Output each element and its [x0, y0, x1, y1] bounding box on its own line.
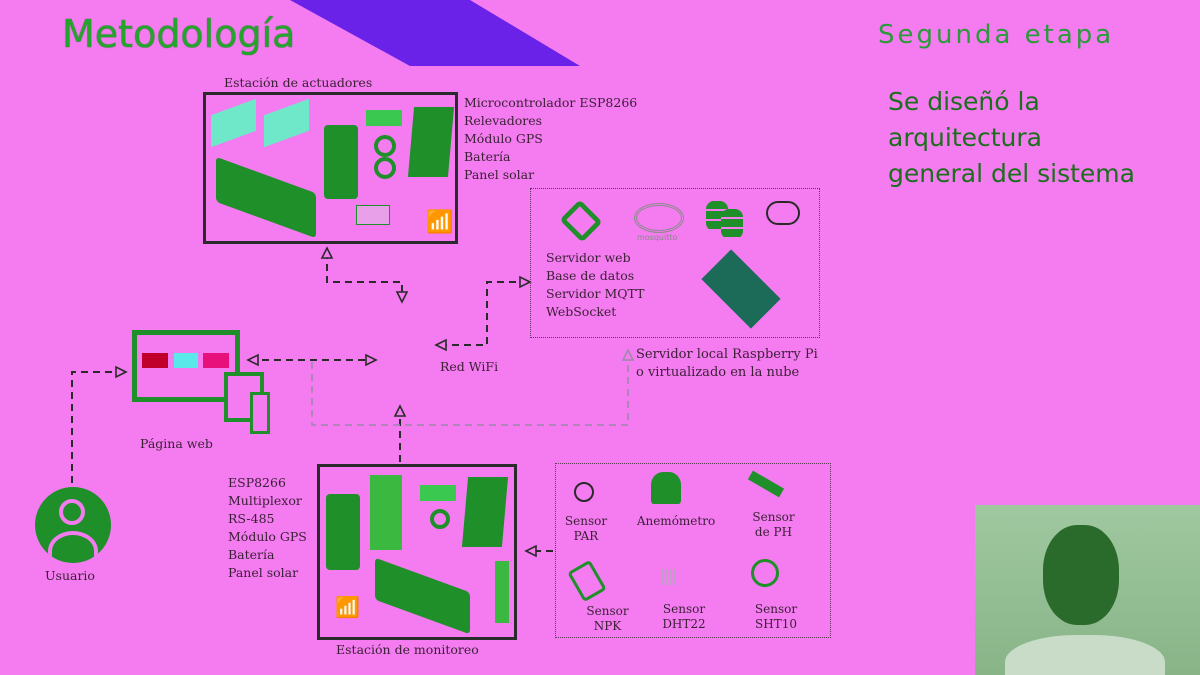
server-box: mosquitto Servidor web Base de datos Ser… [530, 188, 820, 338]
npk-sensor-icon [567, 559, 607, 603]
solar-panel-icon [461, 477, 509, 547]
server-caption: Servidor local Raspberry Pi o virtualiza… [636, 347, 818, 380]
actuator-components: Microcontrolador ESP8266 Relevadores Mód… [464, 95, 638, 182]
server-services: Servidor web Base de datos Servidor MQTT… [546, 250, 645, 319]
web-page-label: Página web [140, 436, 213, 451]
antenna-icon [374, 157, 396, 179]
gps-module-icon [366, 110, 402, 126]
desktop-monitor-icon [132, 330, 240, 402]
anemometer-icon [651, 472, 681, 504]
actuator-station-box: 📶 [203, 92, 458, 244]
gps-chip-icon [356, 205, 390, 225]
wifi-icon: 📶 [335, 595, 360, 619]
slide-subtitle: Segunda etapa [878, 20, 1115, 50]
monitor-station-box: 📶 [317, 464, 517, 640]
presenter-face [1043, 525, 1119, 625]
esp8266-board-icon [375, 557, 470, 635]
multiplexor-board-icon [370, 475, 402, 550]
par-sensor-icon [574, 482, 594, 502]
monitor-station-label: Estación de monitoreo [336, 642, 479, 657]
slide-title: Metodología [62, 12, 296, 56]
relay-icon [211, 98, 256, 148]
solar-panel-icon [407, 107, 455, 177]
presenter-webcam-video [975, 505, 1200, 675]
monitor-components: ESP8266 Multiplexor RS-485 Módulo GPS Ba… [228, 475, 307, 580]
antenna-icon [430, 509, 450, 529]
battery-icon [324, 125, 358, 199]
antenna-icon [374, 135, 396, 157]
websocket-icon [559, 199, 603, 243]
wifi-network-label: Red WiFi [440, 359, 499, 374]
sht10-sensor-icon [751, 559, 779, 587]
ph-sensor-icon [747, 470, 785, 498]
slide-description: Se diseñó la arquitectura general del si… [888, 87, 1135, 188]
actuator-station-label: Estación de actuadores [224, 75, 373, 90]
wifi-icon: 📶 [426, 210, 454, 235]
user-avatar-icon [35, 487, 111, 563]
battery-icon [326, 494, 360, 570]
user-label: Usuario [45, 568, 95, 583]
rs485-module-icon [495, 561, 509, 623]
dht22-sensor-icon [661, 569, 677, 585]
mosquitto-logo-icon [634, 203, 684, 233]
raspberry-pi-icon [701, 249, 781, 329]
sensor-anemometer: Anemómetro [636, 514, 716, 528]
cloud-icon [766, 201, 800, 225]
database-icon [721, 209, 743, 239]
gps-module-icon [420, 485, 456, 501]
presenter-body [1005, 635, 1165, 675]
esp8266-board-icon [216, 156, 316, 239]
relay-icon [264, 98, 309, 148]
phone-icon [250, 392, 270, 434]
